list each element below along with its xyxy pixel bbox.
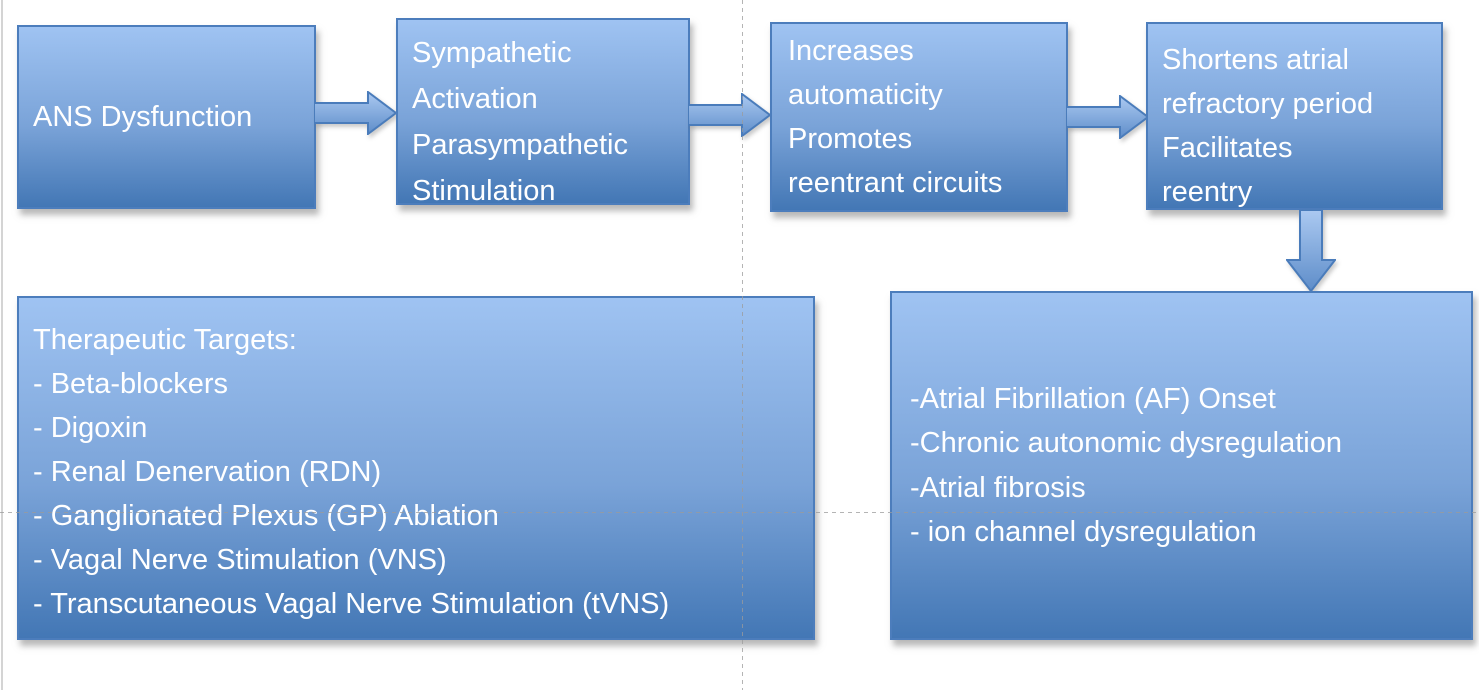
- flow-arrow-right-icon: [314, 91, 398, 135]
- ans-dysfunction-label: ANS Dysfunction: [33, 100, 253, 133]
- therapeutic-targets-title: Therapeutic Targets:: [33, 324, 297, 356]
- af-outcomes-box: -Atrial Fibrillation (AF) Onset -Chronic…: [890, 291, 1473, 640]
- refractory-line: reentry: [1162, 176, 1253, 208]
- sympathetic-line: Stimulation: [412, 175, 556, 207]
- sympathetic-line: Activation: [412, 83, 538, 115]
- flow-arrow-right-icon: [1066, 95, 1150, 139]
- outcome-item: -Chronic autonomic dysregulation: [910, 427, 1342, 459]
- therapeutic-target-item: - Vagal Nerve Stimulation (VNS): [33, 544, 447, 576]
- outcome-item: -Atrial fibrosis: [910, 471, 1086, 504]
- refractory-line: Shortens atrial: [1162, 44, 1349, 76]
- automaticity-line: Promotes: [788, 123, 913, 155]
- automaticity-line: Increases: [788, 35, 914, 67]
- therapeutic-target-item: - Transcutaneous Vagal Nerve Stimulation…: [33, 588, 670, 620]
- refractory-line: Facilitates: [1162, 132, 1293, 164]
- therapeutic-target-item: - Beta-blockers: [33, 368, 229, 400]
- refractory-line: refractory period: [1162, 88, 1374, 120]
- refractory-period-box: Shortens atrial refractory period Facili…: [1146, 22, 1443, 210]
- automaticity-box: Increases automaticity Promotes reentran…: [770, 22, 1068, 212]
- therapeutic-target-item: - Ganglionated Plexus (GP) Ablation: [33, 500, 499, 532]
- therapeutic-target-item: - Renal Denervation (RDN): [33, 456, 382, 488]
- sympathetic-line: Sympathetic: [412, 37, 572, 69]
- sympathetic-activation-box: Sympathetic Activation Parasympathetic S…: [396, 18, 690, 207]
- flow-arrow-right-icon: [688, 93, 772, 137]
- left-edge-line: [1, 0, 3, 690]
- therapeutic-target-item: - Digoxin: [33, 412, 148, 444]
- outcome-item: -Atrial Fibrillation (AF) Onset: [910, 382, 1276, 415]
- automaticity-line: reentrant circuits: [788, 167, 1003, 199]
- therapeutic-targets-box: Therapeutic Targets: - Beta-blockers - D…: [17, 296, 815, 640]
- automaticity-line: automaticity: [788, 79, 943, 111]
- outcome-item: - ion channel dysregulation: [910, 516, 1257, 548]
- sympathetic-line: Parasympathetic: [412, 129, 628, 161]
- flow-arrow-down-icon: [1286, 210, 1336, 292]
- ans-dysfunction-box: ANS Dysfunction: [17, 25, 316, 209]
